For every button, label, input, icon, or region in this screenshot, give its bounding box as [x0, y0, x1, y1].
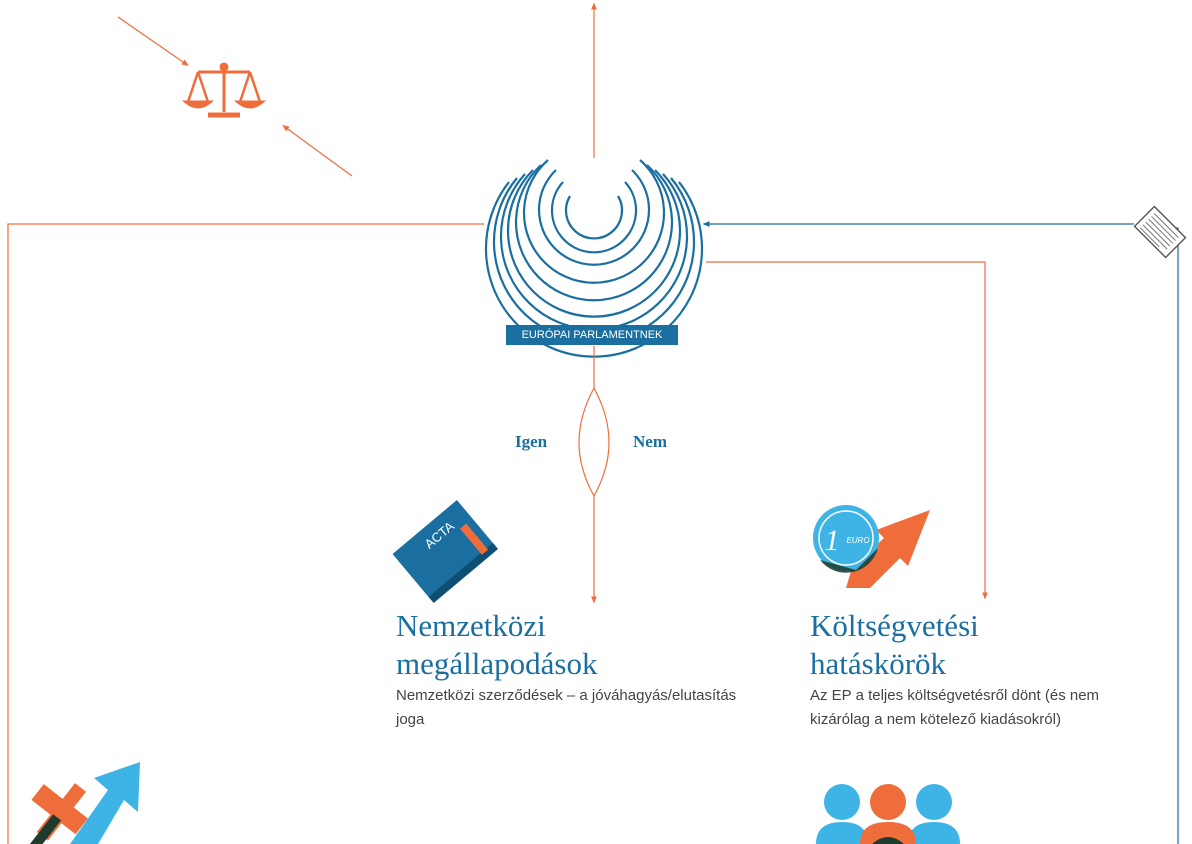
budget-title-line1: Költségvetési — [810, 608, 979, 643]
acta-book-icon: ACTA — [392, 500, 499, 604]
euro-coin-currency: EURO — [846, 536, 869, 545]
budget-desc-line2: kizárólag a nem kötelező kiadásokról) — [810, 711, 1061, 728]
decision-yes-label: Igen — [515, 432, 548, 451]
euro-coin-arrow-icon: 1 EURO — [813, 505, 930, 588]
budget-desc-line1: Az EP a teljes költségvetésről dönt (és … — [810, 687, 1100, 704]
right-connector-line — [706, 261, 988, 600]
international-title-line1: Nemzetközi — [396, 608, 546, 643]
decision-split-shape — [578, 386, 610, 498]
people-group-icon — [816, 784, 960, 844]
document-icon — [1133, 205, 1187, 259]
international-desc-line2: joga — [396, 711, 425, 728]
euro-coin-number: 1 — [825, 524, 840, 557]
arrow-from-scales — [282, 124, 353, 177]
arrow-to-scales — [117, 16, 189, 67]
document-connector-line — [1150, 227, 1179, 844]
gavel-arrow-icon — [16, 762, 140, 844]
international-desc-line1: Nemzetközi szerződések – a jóváhagyás/el… — [396, 687, 737, 704]
european-parliament-label: EURÓPAI PARLAMENTNEK — [506, 325, 678, 345]
decision-no-label: Nem — [633, 432, 667, 451]
scales-icon — [181, 62, 267, 118]
european-parliament-arcs-icon — [484, 159, 704, 358]
left-connector-line — [7, 223, 484, 844]
international-title-line2: megállapodások — [396, 646, 598, 681]
budget-title-line2: hatáskörök — [810, 646, 947, 681]
